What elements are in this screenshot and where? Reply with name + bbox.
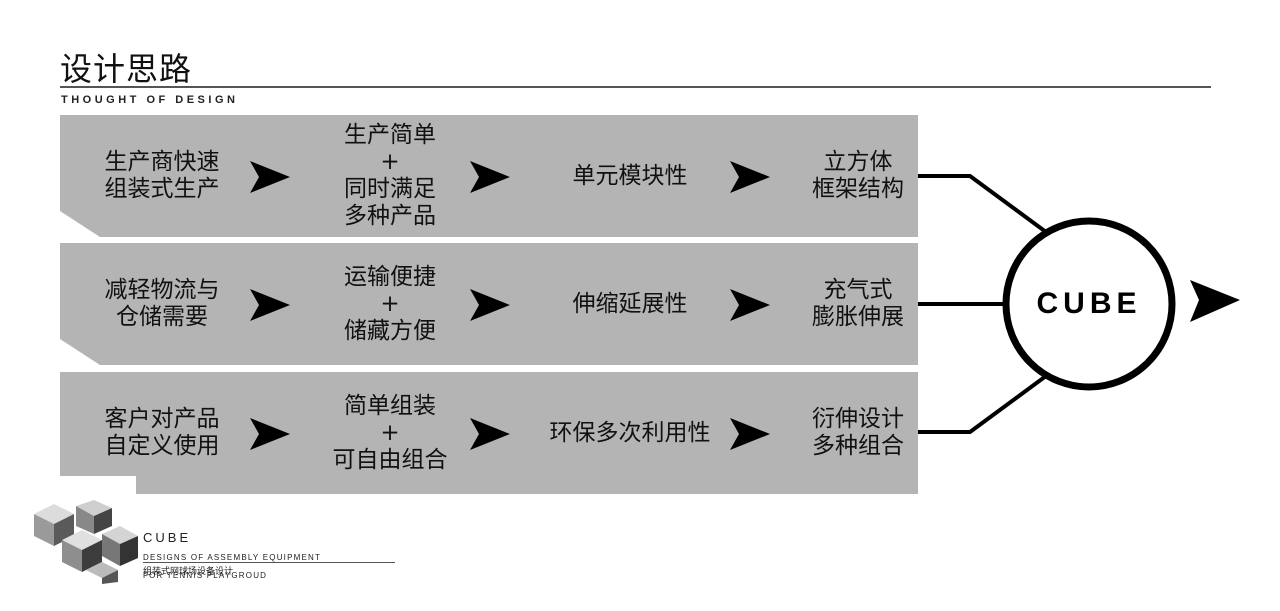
logo-tagline-line2: FOR TENNIS PLAYGROUD: [143, 571, 268, 580]
arrow-right-icon: [470, 418, 510, 450]
row3-source: 客户对产品 自定义使用: [104, 406, 220, 459]
logo-tagline: DESIGNS OF ASSEMBLY EQUIPMENT FOR TENNIS…: [143, 544, 321, 580]
row2-property: 伸缩延展性: [572, 290, 688, 317]
arrow-right-icon: [730, 161, 770, 193]
title-rule: [60, 86, 1211, 88]
page-title: 设计思路: [60, 50, 193, 88]
row3-approach: 简单组装 + 可自由组合: [332, 392, 448, 473]
row2-source: 减轻物流与 仓储需要: [104, 277, 220, 330]
row1-property: 单元模块性: [572, 162, 688, 189]
row3-property: 环保多次利用性: [549, 419, 711, 446]
output-arrow-icon: [1190, 280, 1240, 322]
flow-row-1: 生产商快速 组装式生产 生产简单 + 同时满足 多种产品 单元模块性 立方体 框…: [60, 115, 918, 237]
cube-hub-circle: [1002, 217, 1176, 391]
logo-chinese-caption: 组装式网球场设备设计: [143, 567, 234, 577]
arrow-right-icon: [250, 161, 290, 193]
row1-approach: 生产简单 + 同时满足 多种产品: [344, 122, 436, 229]
row2-approach: 运输便捷 + 储藏方便: [344, 263, 436, 344]
arrow-right-icon: [730, 289, 770, 321]
row1-source: 生产商快速 组装式生产: [104, 149, 220, 202]
logo-rule: [143, 562, 395, 563]
arrow-right-icon: [250, 418, 290, 450]
hub-label: CUBE: [1036, 287, 1142, 320]
logo-tagline-line1: DESIGNS OF ASSEMBLY EQUIPMENT: [143, 553, 322, 562]
arrow-right-icon: [250, 289, 290, 321]
row1-solution: 立方体 框架结构: [812, 149, 904, 202]
flow-row-3: 客户对产品 自定义使用 简单组装 + 可自由组合 环保多次利用性 衍伸设计 多种…: [60, 372, 918, 494]
row2-solution: 充气式 膨胀伸展: [812, 277, 904, 330]
cube-logo-icon: [34, 500, 138, 584]
logo-name: CUBE: [143, 530, 192, 545]
page-subtitle: THOUGHT OF DESIGN: [61, 94, 239, 106]
arrow-right-icon: [470, 161, 510, 193]
row3-solution: 衍伸设计 多种组合: [812, 406, 904, 459]
arrow-right-icon: [730, 418, 770, 450]
arrow-right-icon: [470, 289, 510, 321]
flow-row-2: 减轻物流与 仓储需要 运输便捷 + 储藏方便 伸缩延展性 充气式 膨胀伸展: [60, 243, 918, 365]
